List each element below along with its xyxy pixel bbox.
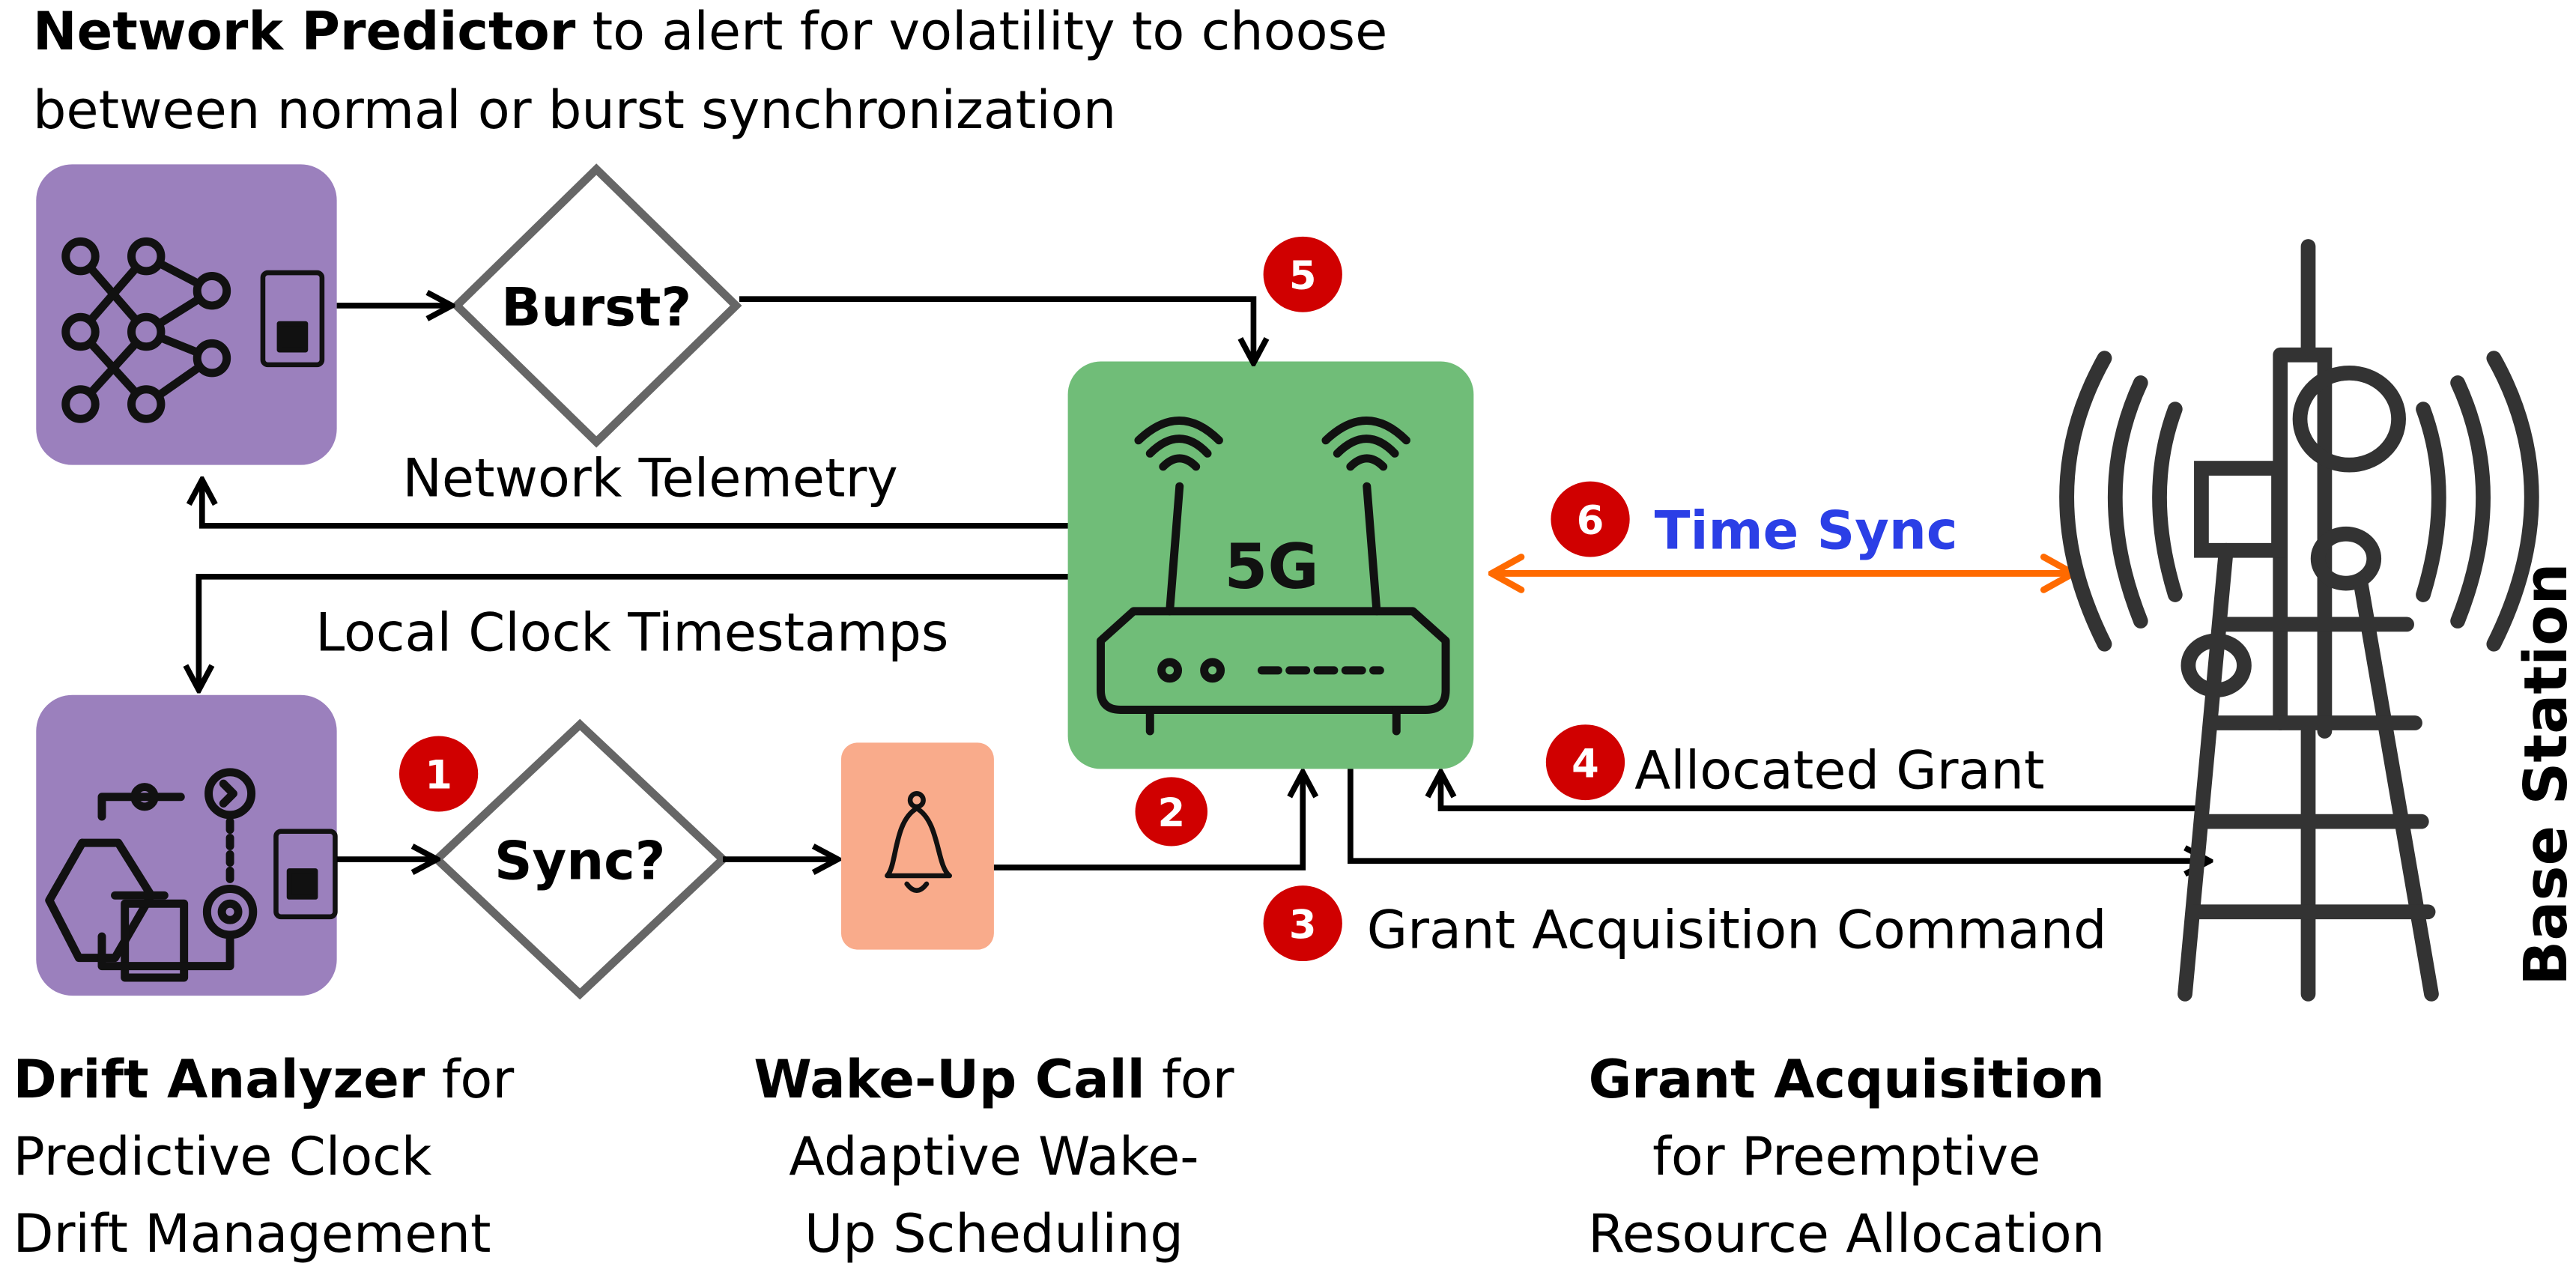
arrow-timestamps bbox=[198, 573, 1068, 690]
grant-acquisition-caption: Grant Acquisition for Preemptive Resourc… bbox=[1588, 1049, 2105, 1265]
router-label: 5G bbox=[1224, 530, 1318, 603]
svg-text:Drift Management: Drift Management bbox=[13, 1203, 491, 1265]
svg-text:Resource Allocation: Resource Allocation bbox=[1588, 1203, 2105, 1265]
wake-up-caption: Wake-Up Call for Adaptive Wake- Up Sched… bbox=[754, 1049, 1234, 1265]
svg-text:for Preemptive: for Preemptive bbox=[1652, 1126, 2040, 1187]
arrow-allocated-grant bbox=[1440, 772, 2201, 811]
sync-decision-label: Sync? bbox=[494, 830, 666, 891]
svg-text:1: 1 bbox=[425, 753, 452, 799]
5g-router-box: 5G bbox=[1067, 361, 1474, 769]
svg-text:Drift Analyzer for: Drift Analyzer for bbox=[13, 1049, 515, 1110]
svg-text:Adaptive Wake-: Adaptive Wake- bbox=[789, 1126, 1198, 1187]
arrow-burst-to-router bbox=[739, 296, 1253, 363]
step-badge-6: 6 bbox=[1551, 481, 1630, 557]
router-icon bbox=[1096, 416, 1450, 736]
header-title-bold: Network Predictor bbox=[33, 1, 576, 62]
connectors bbox=[198, 299, 2209, 867]
analysis-cycle-icon bbox=[45, 768, 258, 982]
sync-decision bbox=[431, 718, 730, 1000]
arrow-telemetry bbox=[202, 479, 1068, 529]
svg-text:3: 3 bbox=[1289, 902, 1317, 948]
arrow-grant-command bbox=[1348, 769, 2210, 861]
drift-analyzer-caption: Drift Analyzer for Predictive Clock Drif… bbox=[13, 1049, 515, 1265]
timestamps-label: Local Clock Timestamps bbox=[315, 602, 948, 664]
step-badge-4: 4 bbox=[1545, 724, 1625, 801]
wake-up-call-box bbox=[840, 742, 994, 950]
step-badge-2: 2 bbox=[1135, 777, 1208, 847]
drift-analyzer-box bbox=[36, 694, 338, 996]
neural-network-icon bbox=[61, 237, 231, 423]
step-badge-3: 3 bbox=[1263, 885, 1342, 962]
chip-board-icon bbox=[273, 829, 338, 920]
allocated-grant-label: Allocated Grant bbox=[1634, 740, 2044, 802]
grant-command-label: Grant Acquisition Command bbox=[1367, 899, 2107, 960]
header-line-2: between normal or burst synchronization bbox=[33, 79, 1116, 141]
svg-text:Predictive Clock: Predictive Clock bbox=[13, 1126, 432, 1187]
burst-decision-label: Burst? bbox=[501, 276, 691, 338]
time-sync-label: Time Sync bbox=[1655, 500, 1958, 562]
chip-board-icon bbox=[260, 270, 325, 368]
base-station-label: Base Station bbox=[2512, 563, 2576, 986]
header-line-1: Network Predictor to alert for volatilit… bbox=[33, 1, 1387, 62]
svg-text:Up Scheduling: Up Scheduling bbox=[804, 1203, 1184, 1265]
svg-text:6: 6 bbox=[1577, 498, 1604, 544]
step-badge-1: 1 bbox=[398, 736, 479, 812]
arrow-wake-to-router bbox=[993, 772, 1303, 870]
bell-icon bbox=[885, 791, 952, 893]
svg-text:Wake-Up Call for: Wake-Up Call for bbox=[754, 1049, 1234, 1110]
svg-text:Grant Acquisition: Grant Acquisition bbox=[1589, 1049, 2105, 1110]
network-predictor-box bbox=[36, 164, 337, 465]
svg-text:2: 2 bbox=[1157, 790, 1185, 836]
svg-text:4: 4 bbox=[1572, 741, 1599, 787]
burst-decision bbox=[450, 163, 742, 448]
telemetry-label: Network Telemetry bbox=[402, 447, 897, 509]
svg-text:5: 5 bbox=[1289, 253, 1317, 299]
base-station-tower-icon bbox=[2059, 239, 2539, 1002]
step-badge-5: 5 bbox=[1263, 236, 1342, 312]
header-title-rest: to alert for volatility to choose bbox=[575, 1, 1387, 62]
